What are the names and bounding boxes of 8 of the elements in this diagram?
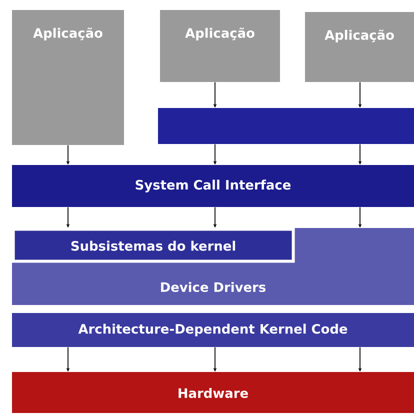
architecture-bar: Architecture-Dependent Kernel Code: [12, 313, 414, 347]
subsystem-bar: Subsistemas do kernel: [12, 228, 295, 263]
application-box: Aplicação: [305, 12, 414, 82]
hardware-bar: Hardware: [12, 372, 414, 413]
library-bar: [158, 108, 414, 144]
interface-bar: System Call Interface: [12, 165, 414, 207]
application-box: Aplicação: [160, 10, 280, 82]
application-box: Aplicação: [12, 10, 124, 145]
